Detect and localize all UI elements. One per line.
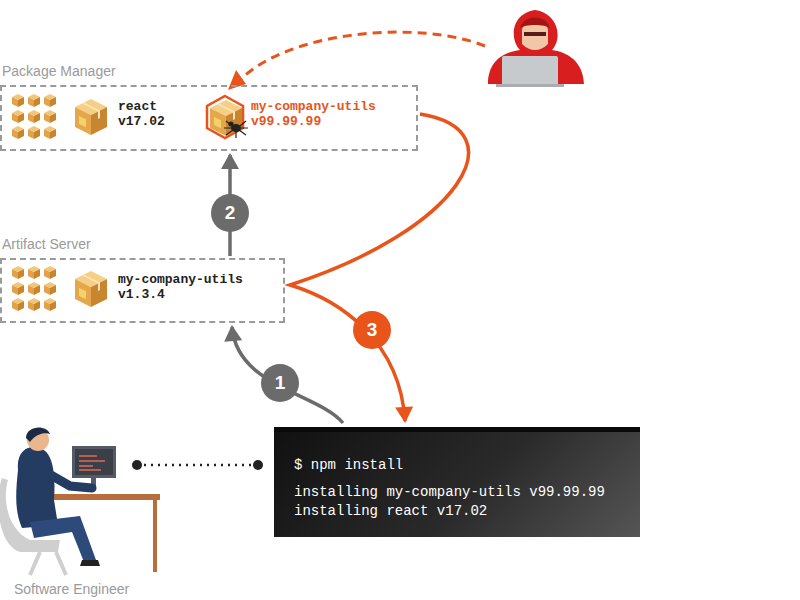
flow-arrow <box>232 327 343 423</box>
package-item: my-company-utils v1.3.4 <box>74 272 258 302</box>
link-dot <box>253 460 263 470</box>
terminal-line: installing react v17.02 <box>294 502 620 521</box>
callout-number: 3 <box>353 311 391 349</box>
attack-arrowhead <box>228 70 246 90</box>
package-name: react v17.02 <box>118 99 180 129</box>
package-item: my-company-utils v99.99.99 <box>207 99 391 129</box>
package-item: react v17.02 <box>74 99 180 129</box>
malicious-package-icon <box>207 96 248 138</box>
region-box: Artifact Servermy-company-utils v1.3.4 <box>0 258 285 323</box>
terminal-window: $ npm install installing my-company-utils… <box>274 427 640 537</box>
package-icon <box>75 271 107 307</box>
package-name: my-company-utils v99.99.99 <box>251 99 391 129</box>
callout-number: 2 <box>211 194 249 232</box>
package-name: my-company-utils v1.3.4 <box>118 272 258 302</box>
terminal-line: installing my-company-utils v99.99.99 <box>294 483 620 502</box>
engineer-figure <box>0 428 160 575</box>
link-dot <box>132 460 142 470</box>
hacker-figure <box>488 10 584 87</box>
terminal-line: $ npm install <box>294 456 620 475</box>
package-icon <box>75 99 107 135</box>
region-box: Package Managerreact v17.02my-company-ut… <box>0 85 418 151</box>
region-heading: Artifact Server <box>2 236 91 252</box>
dotted-link <box>137 464 258 467</box>
region-heading: Package Manager <box>2 63 116 79</box>
flow-arrow <box>290 114 469 421</box>
figure-caption: Software Engineer <box>14 581 129 597</box>
callout-number: 1 <box>261 364 299 402</box>
cube-grid <box>12 94 56 311</box>
attack-arrow <box>240 32 485 80</box>
